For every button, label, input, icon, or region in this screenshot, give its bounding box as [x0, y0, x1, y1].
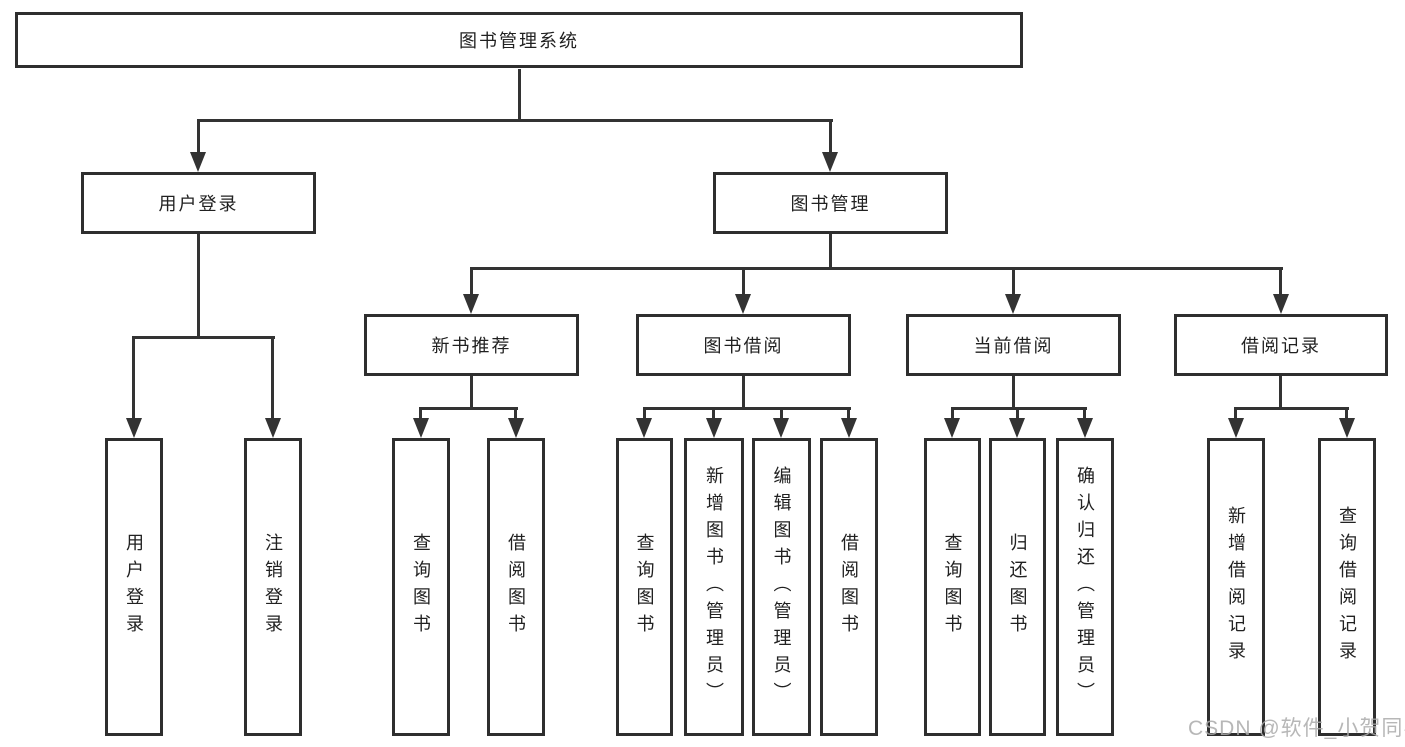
leaf-add-borrow-record: 新增借阅记录 [1207, 438, 1265, 736]
connector-line [419, 407, 422, 418]
leaf-query-borrow-record: 查询借阅记录 [1318, 438, 1376, 736]
connector-line [1083, 407, 1086, 418]
leaf-query-books-recommend: 查询图书 [392, 438, 450, 736]
arrowhead [463, 294, 479, 314]
connector-line [470, 267, 473, 294]
arrowhead [126, 418, 142, 438]
node-user-login-branch: 用户登录 [81, 172, 316, 234]
node-current-borrowing: 当前借阅 [906, 314, 1121, 376]
arrowhead [1273, 294, 1289, 314]
leaf-return-books: 归还图书 [989, 438, 1046, 736]
connector-line [514, 407, 517, 418]
arrowhead [413, 418, 429, 438]
connector-line [742, 376, 745, 407]
connector-line [470, 376, 473, 407]
node-book-management-branch: 图书管理 [713, 172, 948, 234]
arrowhead [508, 418, 524, 438]
connector-line [1012, 267, 1015, 294]
csdn-watermark: CSDN @软件_小贺同学 [1188, 717, 1405, 740]
connector-line [470, 267, 1283, 270]
connector-line [1012, 376, 1015, 407]
arrowhead [735, 294, 751, 314]
connector-line [643, 407, 851, 410]
node-new-book-recommend: 新书推荐 [364, 314, 579, 376]
arrowhead [773, 418, 789, 438]
leaf-edit-book-admin: 编辑图书（管理员） [752, 438, 811, 736]
leaf-logout: 注销登录 [244, 438, 302, 736]
arrowhead [265, 418, 281, 438]
leaf-confirm-return-admin: 确认归还（管理员） [1056, 438, 1114, 736]
leaf-borrow-books: 借阅图书 [820, 438, 878, 736]
connector-line [712, 407, 715, 418]
node-book-borrowing: 图书借阅 [636, 314, 851, 376]
connector-line [847, 407, 850, 418]
arrowhead [1077, 418, 1093, 438]
connector-line [1279, 267, 1282, 294]
arrowhead [1339, 418, 1355, 438]
connector-line [197, 234, 200, 336]
connector-line [1234, 407, 1349, 410]
leaf-add-book-admin: 新增图书（管理员） [684, 438, 744, 736]
arrowhead [190, 152, 206, 172]
arrowhead [636, 418, 652, 438]
leaf-user-login: 用户登录 [105, 438, 163, 736]
node-borrowing-records: 借阅记录 [1174, 314, 1388, 376]
arrowhead [944, 418, 960, 438]
connector-line [132, 336, 135, 418]
connector-line [1279, 376, 1282, 407]
leaf-query-books-borrowing: 查询图书 [616, 438, 673, 736]
connector-line [1016, 407, 1019, 418]
connector-line [780, 407, 783, 418]
connector-line [197, 119, 200, 152]
arrowhead [706, 418, 722, 438]
leaf-borrow-books-recommend: 借阅图书 [487, 438, 545, 736]
node-root-library-system: 图书管理系统 [15, 12, 1023, 68]
connector-line [951, 407, 954, 418]
leaf-query-books-current: 查询图书 [924, 438, 981, 736]
connector-line [419, 407, 518, 410]
arrowhead [822, 152, 838, 172]
connector-line [742, 267, 745, 294]
connector-line [1345, 407, 1348, 418]
connector-line [518, 69, 521, 119]
connector-line [951, 407, 1087, 410]
connector-line [132, 336, 275, 339]
connector-line [643, 407, 646, 418]
connector-line [197, 119, 833, 122]
arrowhead [1005, 294, 1021, 314]
arrowhead [1228, 418, 1244, 438]
connector-line [829, 234, 832, 267]
arrowhead [841, 418, 857, 438]
arrowhead [1009, 418, 1025, 438]
connector-line [829, 119, 832, 152]
connector-line [1234, 407, 1237, 418]
connector-line [271, 336, 274, 418]
